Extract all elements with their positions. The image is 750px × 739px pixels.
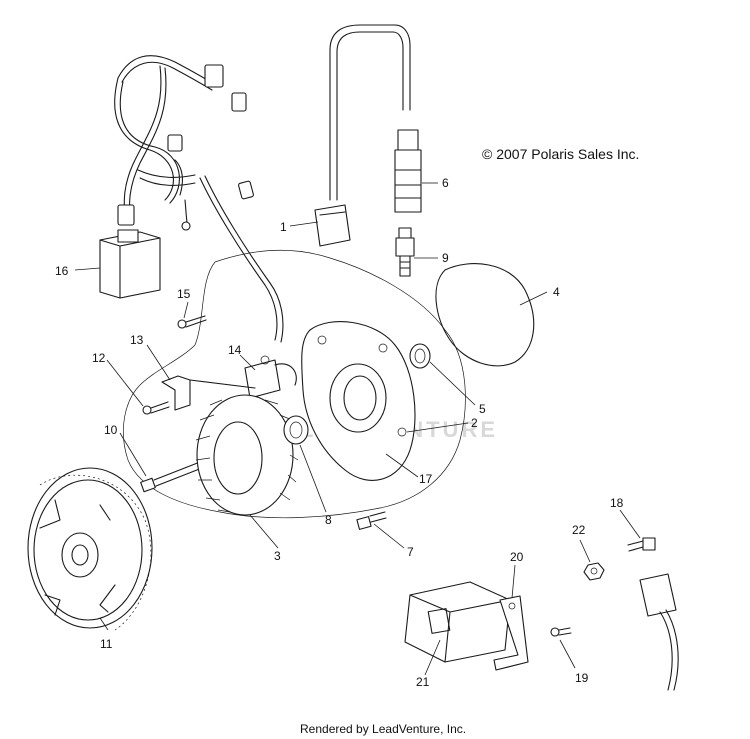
harness-connector	[117, 204, 135, 226]
callout-9: 9	[442, 251, 449, 265]
voltage-regulator[interactable]	[404, 581, 511, 663]
callout-22: 22	[572, 523, 586, 537]
callout-12: 12	[92, 351, 106, 365]
bolt-18[interactable]	[627, 537, 656, 552]
callout-2: 2	[471, 416, 478, 430]
bolt-10[interactable]	[140, 461, 203, 493]
stator[interactable]	[195, 394, 299, 516]
callout-20: 20	[510, 550, 524, 564]
flywheel[interactable]	[27, 467, 153, 631]
callout-5: 5	[479, 402, 486, 416]
callout-16: 16	[55, 264, 69, 278]
callout-13: 13	[130, 333, 144, 347]
footer-credit: Rendered by LeadVenture, Inc.	[300, 722, 466, 736]
callout-7: 7	[407, 545, 414, 559]
callout-10: 10	[104, 423, 118, 437]
callout-21: 21	[416, 675, 430, 689]
callout-18: 18	[610, 496, 624, 510]
screw-15[interactable]	[177, 315, 207, 329]
callout-1: 1	[280, 220, 287, 234]
copyright-text: © 2007 Polaris Sales Inc.	[482, 146, 639, 162]
callout-19: 19	[575, 671, 589, 685]
cdi-box[interactable]	[99, 229, 161, 299]
spark-plug[interactable]	[395, 227, 415, 277]
callout-3: 3	[274, 549, 281, 563]
bolt-7[interactable]	[356, 511, 387, 530]
pickup-sensor[interactable]	[244, 355, 297, 399]
ignition-coil[interactable]	[314, 24, 411, 247]
callout-15: 15	[177, 287, 191, 301]
harness-connector	[167, 134, 183, 152]
callouts: 1 2 3 4 5 6 7 8 9 10 11 12 13 14 15 16 1…	[55, 176, 624, 689]
bushing-5[interactable]	[409, 343, 431, 369]
bracket-13[interactable]	[161, 375, 256, 411]
leader-lines	[74, 182, 641, 676]
screw-12[interactable]	[142, 401, 170, 415]
nut-22[interactable]	[583, 562, 605, 581]
harness-connector	[204, 64, 224, 88]
wire-harness[interactable]	[114, 55, 284, 343]
ring-terminal	[181, 221, 191, 231]
stator-plate[interactable]	[301, 321, 416, 481]
callout-6: 6	[442, 176, 449, 190]
callout-11: 11	[100, 637, 113, 651]
screw-19[interactable]	[550, 627, 572, 637]
spark-plug-cap[interactable]	[394, 129, 422, 213]
seal-8[interactable]	[283, 415, 309, 445]
callout-4: 4	[553, 285, 560, 299]
callout-17: 17	[419, 472, 433, 486]
callout-8: 8	[325, 513, 332, 527]
bracket-20[interactable]	[493, 595, 529, 671]
gasket[interactable]	[435, 263, 535, 367]
callout-14: 14	[228, 343, 242, 357]
harness-connector	[231, 92, 247, 112]
assembly-outline	[122, 250, 466, 519]
regulator-connector[interactable]	[639, 573, 679, 691]
